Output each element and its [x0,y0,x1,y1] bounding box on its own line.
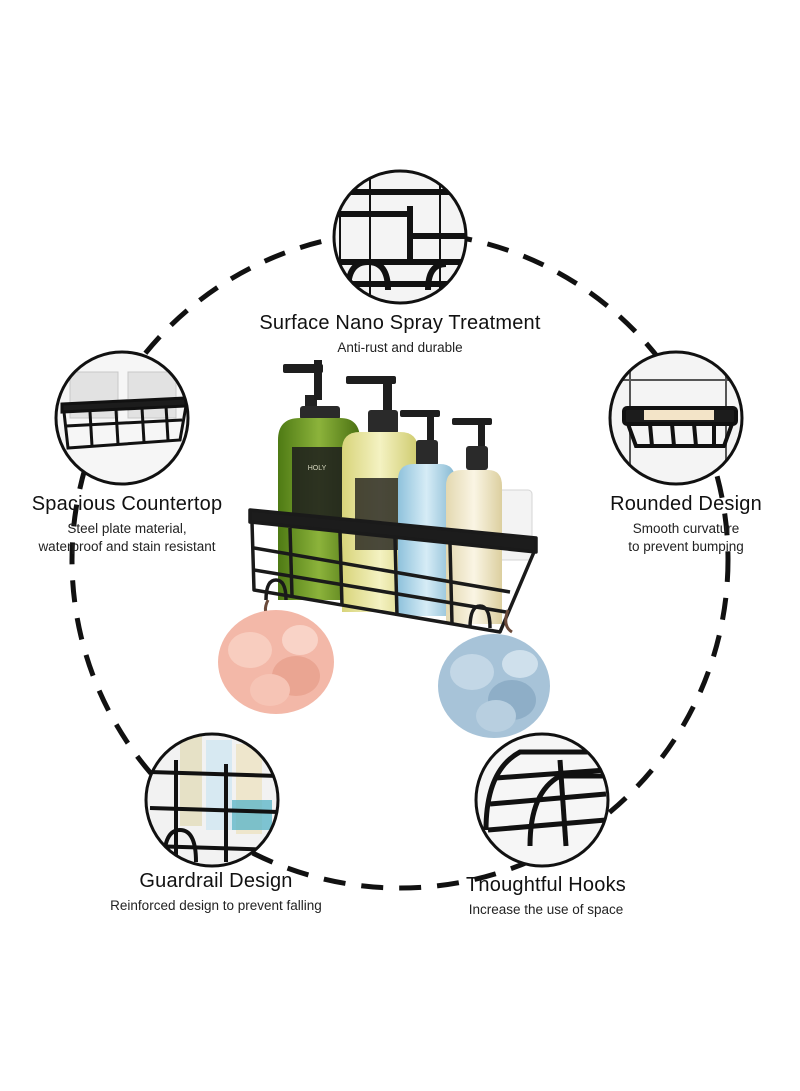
detail-circle-rounded-design [608,350,744,486]
feature-hooks: Thoughtful Hooks Increase the use of spa… [426,874,666,919]
feature-subtitle-line: Smooth curvature [632,521,740,536]
feature-subtitle: Anti-rust and durable [337,340,463,355]
feature-subtitle-line: Steel plate material, [67,521,187,536]
shower-caddy-product-photo: HOLY [218,360,550,738]
feature-title: Guardrail Design [139,870,293,892]
feature-subtitle: Increase the use of space [468,902,624,917]
feature-subtitle: Smooth curvature to prevent bumping [586,520,786,556]
pink-bath-pouf [218,610,334,714]
feature-rounded-design: Rounded Design Smooth curvature to preve… [586,493,786,556]
feature-guardrail: Guardrail Design Reinforced design to pr… [76,870,356,915]
svg-text:HOLY: HOLY [308,465,327,472]
dashed-ring [69,229,731,891]
feature-subtitle: Steel plate material, waterproof and sta… [0,520,254,556]
feature-subtitle: Reinforced design to prevent falling [110,898,322,913]
feature-countertop: Spacious Countertop Steel plate material… [0,493,254,556]
feature-title: Surface Nano Spray Treatment [259,312,541,334]
feature-subtitle-line: waterproof and stain resistant [38,539,216,554]
detail-circle-guardrail [144,732,280,868]
detail-circle-countertop [54,350,190,486]
blue-bath-pouf [438,634,550,738]
detail-circle-hooks [474,732,610,868]
detail-circle-surface-treatment [332,169,468,305]
feature-title: Thoughtful Hooks [466,874,626,896]
feature-title: Spacious Countertop [31,493,223,515]
feature-title: Rounded Design [610,493,762,515]
feature-subtitle-line: to prevent bumping [628,539,744,554]
feature-surface-treatment: Surface Nano Spray Treatment Anti-rust a… [230,312,570,357]
